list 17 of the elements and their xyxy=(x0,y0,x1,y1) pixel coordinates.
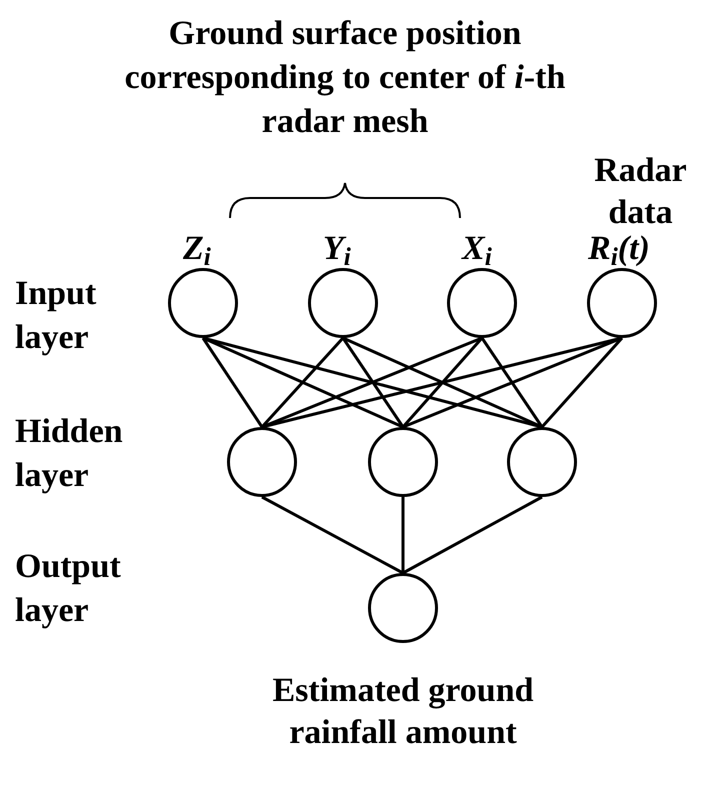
node-caption: Y$_{i}$ xyxy=(323,229,352,270)
connector-line xyxy=(260,337,344,428)
connector-line xyxy=(540,337,624,428)
layer-label: Hidden layer xyxy=(15,412,124,496)
layer-label: Output layer xyxy=(15,547,122,631)
connector-line xyxy=(480,337,544,428)
layer-label: Input layer xyxy=(15,274,98,358)
node-caption: X$_{i}$ xyxy=(462,229,493,270)
connector-line xyxy=(202,337,264,428)
node-caption: Z$_{i}$ xyxy=(183,229,212,270)
connector-line xyxy=(342,337,404,428)
node-caption: Estimated ground rainfall amount xyxy=(271,671,535,753)
connector-line xyxy=(402,497,404,573)
connector-line xyxy=(402,496,543,574)
brace-label: Ground surface position corresponding to center of i-th radar mesh xyxy=(124,14,566,142)
connector-line xyxy=(261,496,404,574)
connector-line xyxy=(402,337,484,428)
